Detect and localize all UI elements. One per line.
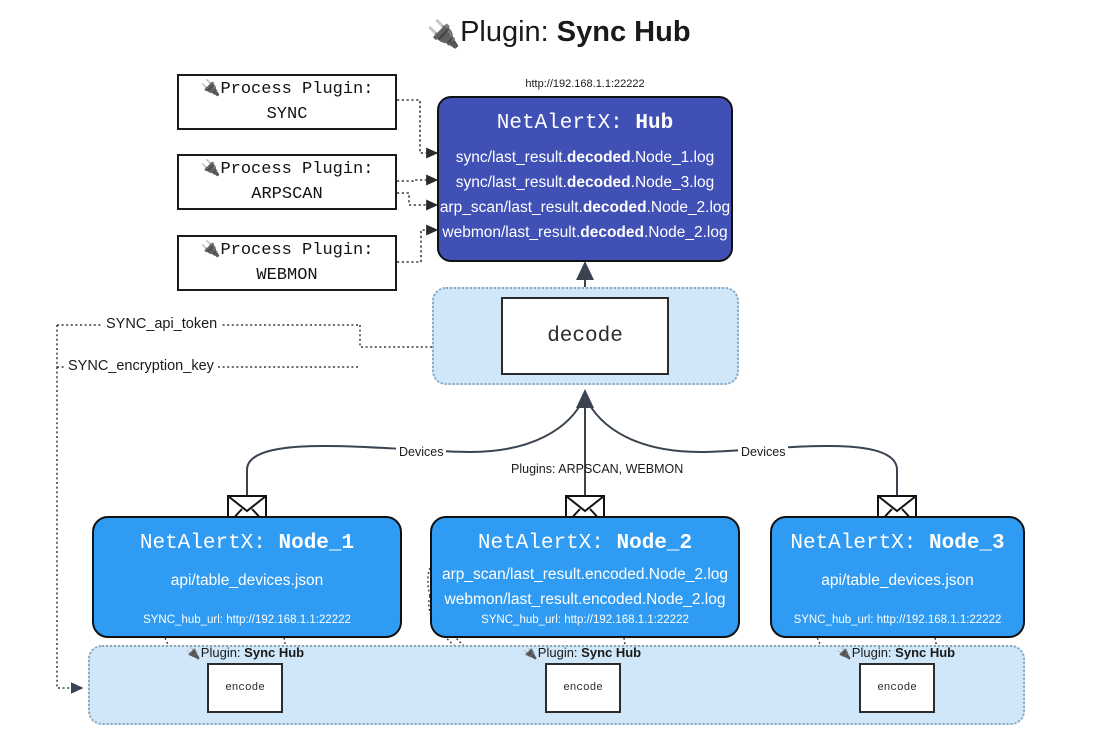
node-artifact: webmon/last_result.encoded.Node_2.log [444,590,726,608]
node-title: NetAlertX: Node_1 [139,532,355,555]
process-plugin-line1: 🔌Process Plugin: [200,158,374,180]
page-title: 🔌Plugin: Sync Hub [0,16,1117,50]
process-plugin-box-arpscan[interactable]: 🔌Process Plugin: ARPSCAN [177,154,397,210]
node-hub-url: SYNC_hub_url: http://192.168.1.1:22222 [793,614,1002,626]
hub-log-line: arp_scan/last_result.decoded.Node_2.log [439,199,731,217]
sync-encryption-key-label: SYNC_encryption_key [65,358,217,374]
node-artifact: api/table_devices.json [170,572,324,589]
hub-log-line: webmon/last_result.decoded.Node_2.log [442,224,728,242]
process-plugin-line1: 🔌Process Plugin: [200,239,374,261]
plug-icon: 🔌 [426,19,461,49]
hub-node[interactable]: NetAlertX: Hub sync/last_result.decoded.… [437,96,733,262]
sync-api-token-label: SYNC_api_token [103,316,221,332]
netalertx-node-2[interactable]: NetAlertX: Node_2 arp_scan/last_result.e… [430,516,740,638]
plugin-tag-node-1: 🔌Plugin: Sync Hub [185,645,305,660]
node-hub-url: SYNC_hub_url: http://192.168.1.1:22222 [481,614,689,626]
edge-label-devices-left: Devices [396,445,447,459]
plugin-tag-node-2: 🔌Plugin: Sync Hub [522,645,642,660]
encode-box-node-3[interactable]: encode [859,663,935,713]
hub-url-label: http://192.168.1.1:22222 [525,78,645,90]
process-plugin-line2: WEBMON [256,266,318,285]
process-plugin-box-webmon[interactable]: 🔌Process Plugin: WEBMON [177,235,397,291]
edge-label-plugins-middle: Plugins: ARPSCAN, WEBMON [511,462,684,476]
plug-icon: 🔌 [185,646,201,660]
page-title-name: Sync Hub [556,16,691,48]
encode-box-node-1[interactable]: encode [207,663,283,713]
plug-icon: 🔌 [200,78,221,98]
plug-icon: 🔌 [522,646,538,660]
process-plugin-line1: 🔌Process Plugin: [200,78,374,100]
process-plugin-line2: ARPSCAN [251,185,323,204]
hub-title: NetAlertX: Hub [496,112,674,135]
hub-log-line: sync/last_result.decoded.Node_1.log [455,149,715,166]
node-hub-url: SYNC_hub_url: http://192.168.1.1:22222 [143,614,351,626]
plug-icon: 🔌 [200,239,221,259]
decode-box[interactable]: decode [501,297,669,375]
plug-icon: 🔌 [836,646,852,660]
plugin-tag-node-3: 🔌Plugin: Sync Hub [836,645,956,660]
process-plugin-line2: SYNC [266,105,308,124]
node-artifact: api/table_devices.json [821,572,974,589]
edge-label-devices-right: Devices [738,445,789,459]
plug-icon: 🔌 [200,158,221,178]
encode-box-node-2[interactable]: encode [545,663,621,713]
page-title-prefix: Plugin: [460,16,549,48]
node-title: NetAlertX: Node_3 [790,532,1005,555]
node-artifact: arp_scan/last_result.encoded.Node_2.log [441,566,729,583]
node-title: NetAlertX: Node_2 [477,532,693,555]
process-plugin-box-sync[interactable]: 🔌Process Plugin: SYNC [177,74,397,130]
hub-log-line: sync/last_result.decoded.Node_3.log [455,174,715,192]
netalertx-node-1[interactable]: NetAlertX: Node_1 api/table_devices.json… [92,516,402,638]
netalertx-node-3[interactable]: NetAlertX: Node_3 api/table_devices.json… [770,516,1025,638]
